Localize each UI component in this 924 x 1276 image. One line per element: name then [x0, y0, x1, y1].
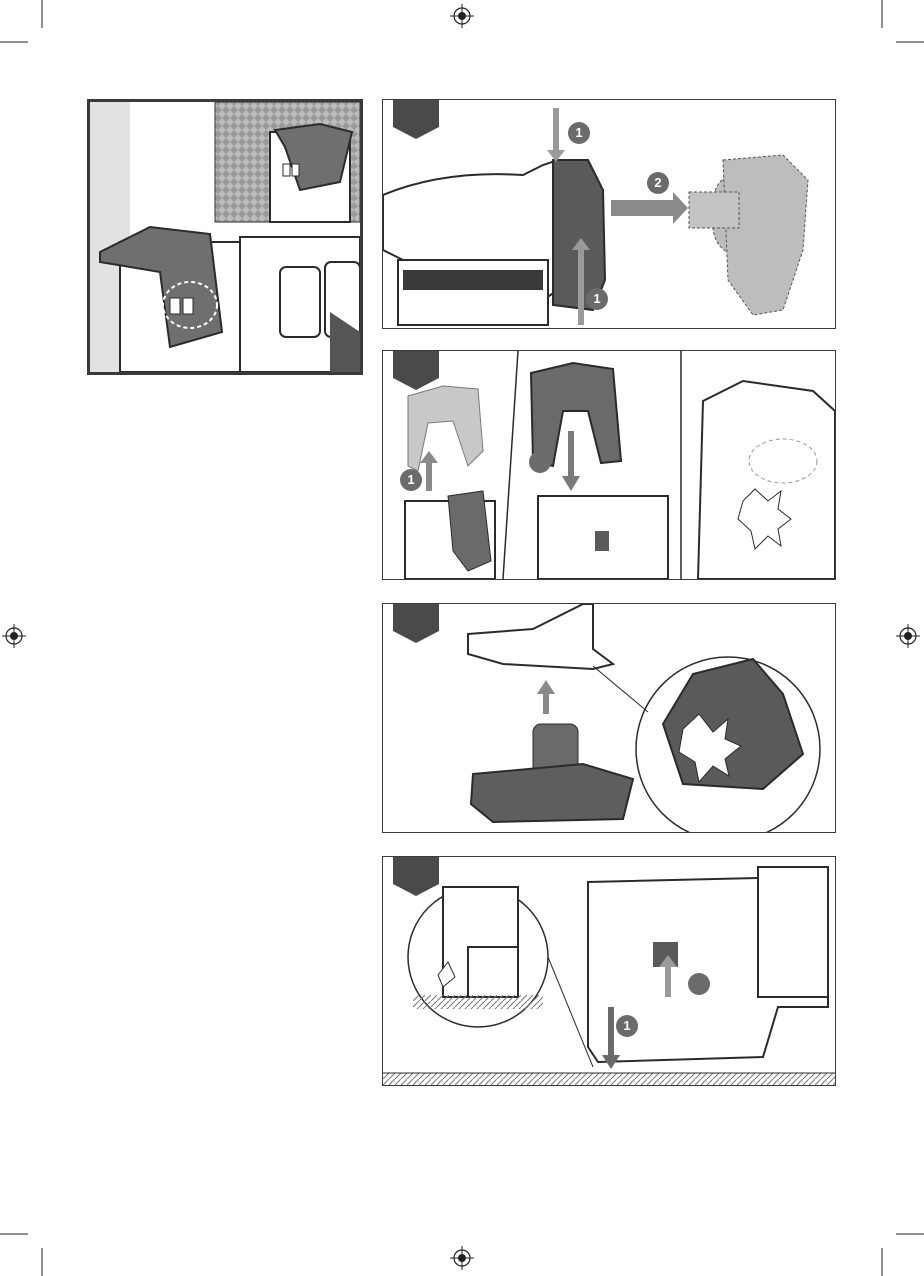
step-c-panel — [382, 603, 836, 833]
inset-panel — [87, 99, 363, 375]
step-d-badge-2: 1 — [616, 1015, 638, 1037]
registration-mark-icon — [2, 624, 26, 648]
step-a-badge-1: 1 — [568, 122, 590, 144]
registration-mark-icon — [896, 624, 920, 648]
arrow-icon — [611, 192, 688, 224]
step-d-panel: 1 — [382, 856, 836, 1086]
step-a-badge-2: 2 — [647, 172, 669, 194]
arrow-icon — [547, 108, 565, 162]
step-a-panel: 1 2 1 — [382, 99, 836, 329]
step-d-badge-1 — [688, 973, 710, 995]
registration-mark-icon — [450, 4, 474, 28]
step-b-badge-1: 1 — [400, 469, 422, 491]
step-b-badge-2 — [529, 451, 551, 473]
registration-mark-icon — [450, 1246, 474, 1270]
arrow-icon — [420, 451, 438, 491]
step-a-badge-3: 1 — [586, 288, 608, 310]
step-b-panel: 1 — [382, 350, 836, 580]
arrow-icon — [537, 680, 555, 714]
arrow-icon — [562, 431, 580, 491]
